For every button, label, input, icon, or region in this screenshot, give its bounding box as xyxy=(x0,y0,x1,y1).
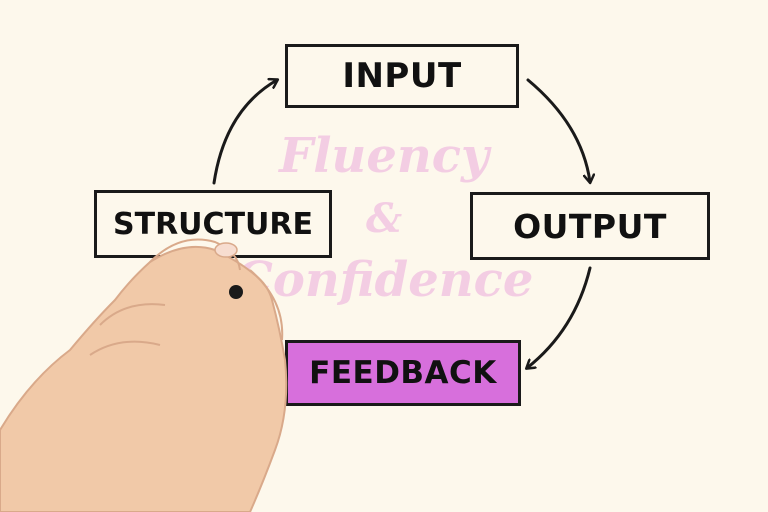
node-feedback: FEEDBACK xyxy=(285,340,521,406)
thumb xyxy=(249,269,284,341)
arrow-input-to-output xyxy=(526,78,590,182)
arrow-output-to-feedback xyxy=(527,266,592,368)
watermark-confidence: Confidence xyxy=(234,252,534,308)
marker-tip xyxy=(229,285,243,299)
node-structure: STRUCTURE xyxy=(94,190,332,258)
finger-index xyxy=(149,238,241,271)
finger-middle xyxy=(99,303,166,326)
fingernail xyxy=(214,242,238,258)
arrow-structure-to-input xyxy=(212,80,277,185)
node-output: OUTPUT xyxy=(470,192,710,260)
watermark-fluency: Fluency xyxy=(279,128,489,184)
finger-ring xyxy=(89,340,161,356)
node-input: INPUT xyxy=(285,44,519,108)
hand-shape xyxy=(0,245,288,512)
watermark-ampersand: & xyxy=(365,195,403,242)
